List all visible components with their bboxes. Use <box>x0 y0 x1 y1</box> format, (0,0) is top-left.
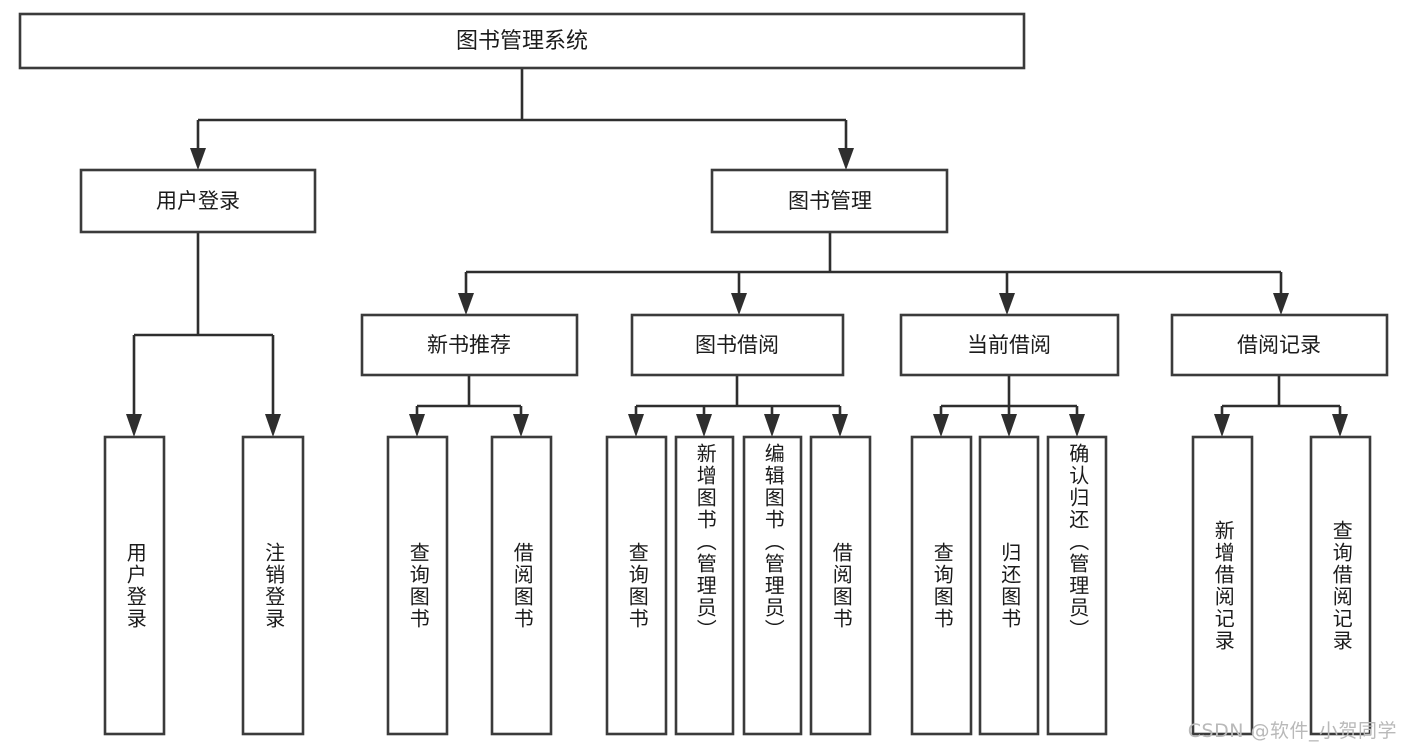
connector-currentborrow-to-leaves <box>933 375 1085 437</box>
leaf-currentborrow-return[interactable] <box>978 435 1040 736</box>
leaf-borrowrecord-add[interactable] <box>1191 435 1254 736</box>
node-new-book-recommend[interactable] <box>360 313 579 377</box>
node-book-management[interactable] <box>710 168 949 234</box>
leaf-newbook-query[interactable] <box>386 435 449 736</box>
connector-bookborrow-to-leaves <box>628 375 848 437</box>
leaf-bookborrow-add[interactable] <box>674 435 735 736</box>
node-book-borrow-label: 图书借阅 <box>695 333 779 357</box>
node-current-borrow-label: 当前借阅 <box>967 333 1051 357</box>
leaf-bookborrow-query[interactable] <box>605 435 668 736</box>
node-root-label: 图书管理系统 <box>456 29 588 54</box>
leaf-currentborrow-confirm[interactable] <box>1046 435 1108 736</box>
connector-borrowrecord-to-leaves <box>1214 375 1348 437</box>
connector-userlogin-to-leaves <box>126 232 281 437</box>
node-user-login[interactable] <box>79 168 317 234</box>
leaf-currentborrow-query[interactable] <box>910 435 973 736</box>
leaf-user-login-login[interactable] <box>103 435 166 736</box>
connector-root-to-level2 <box>190 68 854 170</box>
leaf-bookborrow-borrow[interactable] <box>809 435 872 736</box>
node-root[interactable] <box>18 12 1026 70</box>
node-user-login-label: 用户登录 <box>156 189 240 213</box>
node-book-borrow[interactable] <box>630 313 845 377</box>
leaf-user-login-logout[interactable] <box>241 435 305 736</box>
connector-bookmgmt-to-level3 <box>458 232 1289 315</box>
node-current-borrow[interactable] <box>899 313 1120 377</box>
node-book-management-label: 图书管理 <box>788 189 872 213</box>
node-new-book-recommend-label: 新书推荐 <box>427 333 511 357</box>
leaf-borrowrecord-query[interactable] <box>1309 435 1372 736</box>
leaf-bookborrow-edit[interactable] <box>742 435 803 736</box>
connector-newbook-to-leaves <box>409 375 529 437</box>
leaf-newbook-borrow[interactable] <box>490 435 553 736</box>
node-borrow-record[interactable] <box>1170 313 1389 377</box>
node-borrow-record-label: 借阅记录 <box>1237 333 1321 357</box>
